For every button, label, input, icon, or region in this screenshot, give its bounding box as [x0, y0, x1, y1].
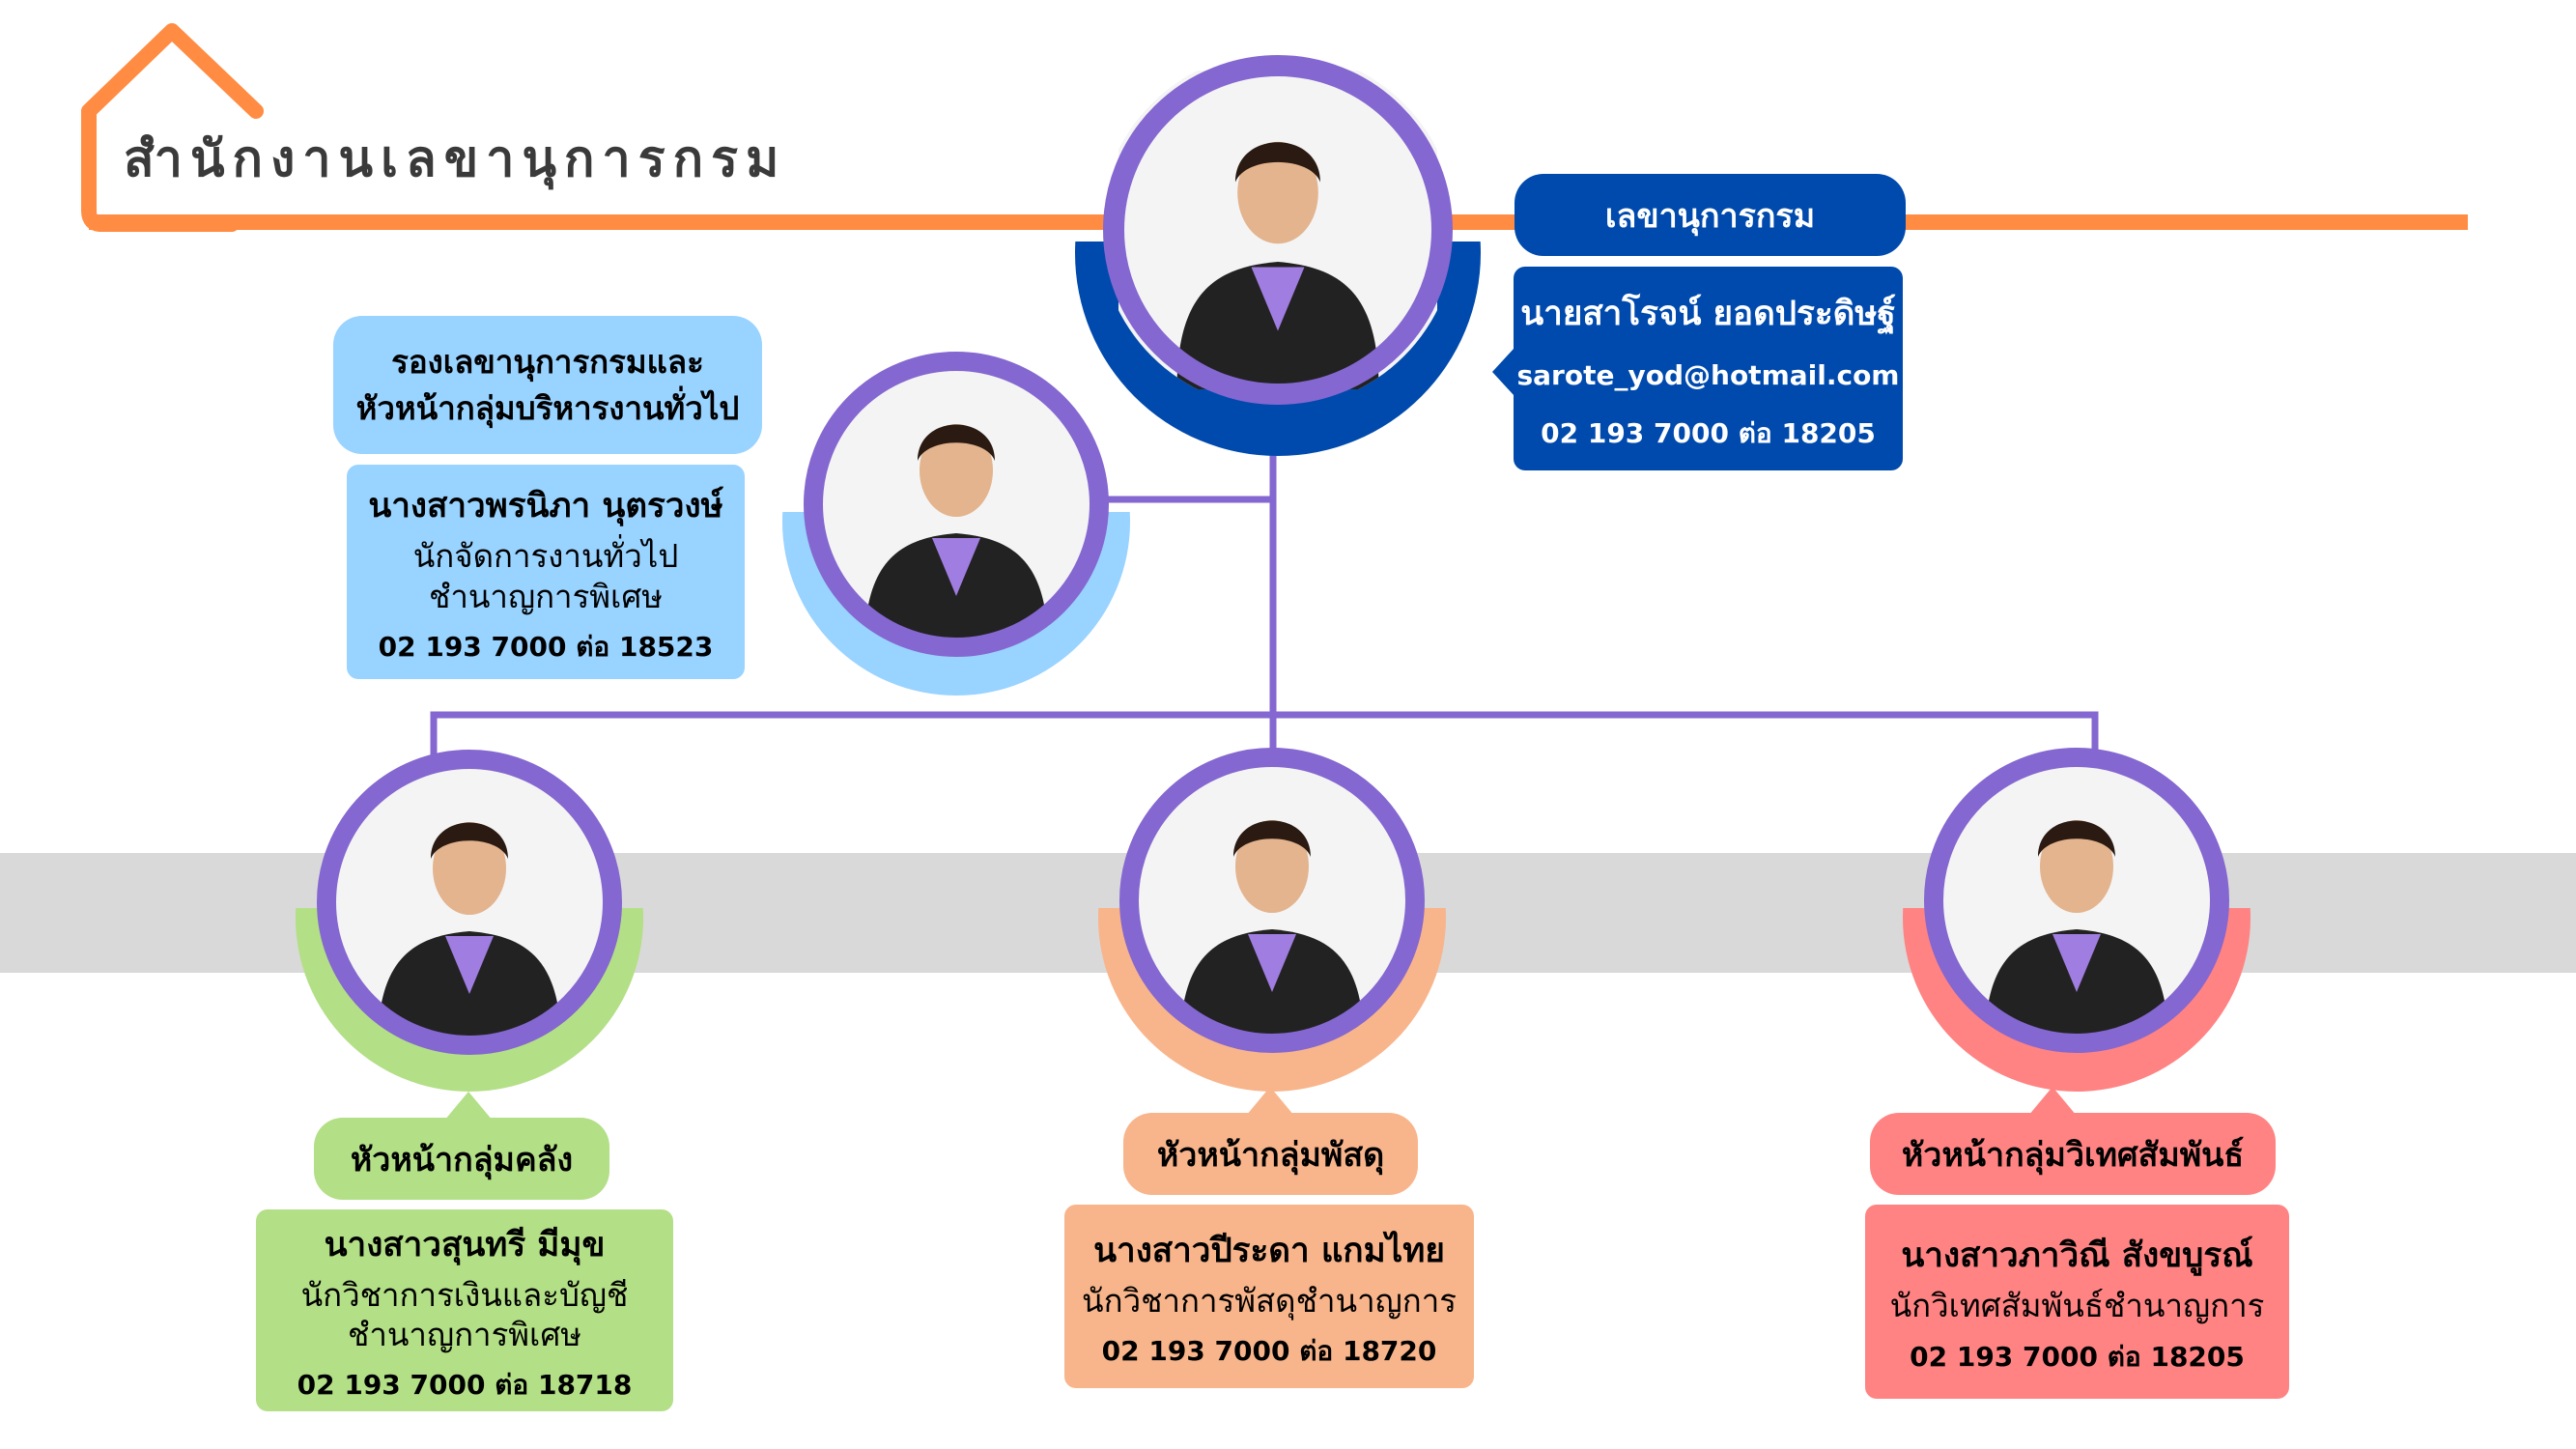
supply-phone: 02 193 7000 ต่อ 18720: [1101, 1335, 1437, 1368]
head-phone: 02 193 7000 ต่อ 18205: [1541, 416, 1876, 449]
head-email: sarote_yod@hotmail.com: [1516, 358, 1900, 391]
deputy-photo: [804, 352, 1109, 657]
finance-phone: 02 193 7000 ต่อ 18718: [297, 1369, 633, 1402]
supply-role-label: หัวหน้ากลุ่มพัสดุ: [1123, 1113, 1418, 1195]
finance-position-line2: ชำนาญการพิเศษ: [347, 1316, 582, 1353]
deputy-position-line1: นักจัดการงานทั่วไป: [412, 537, 679, 576]
supply-photo: [1119, 748, 1425, 1053]
finance-info-card: นางสาวสุนทรี มีมุข นักวิชาการเงินและบัญช…: [256, 1209, 673, 1411]
deputy-phone: 02 193 7000 ต่อ 18523: [378, 630, 714, 663]
head-photo: [1103, 55, 1453, 405]
foreign-phone: 02 193 7000 ต่อ 18205: [1910, 1340, 2245, 1373]
finance-photo: [317, 750, 622, 1055]
deputy-name: นางสาวพรนิภา นุตรวงษ์: [368, 487, 723, 526]
foreign-photo: [1924, 748, 2229, 1053]
supply-info-card: นางสาวปีระดา แกมไทย นักวิชาการพัสดุชำนาญ…: [1064, 1205, 1474, 1388]
head-info-card: นายสาโรจน์ ยอดประดิษฐ์ sarote_yod@hotmai…: [1514, 267, 1903, 470]
foreign-position: นักวิเทศสัมพันธ์ชำนาญการ: [1889, 1287, 2265, 1325]
deputy-role-label: รองเลขานุการกรมและ หัวหน้ากลุ่มบริหารงาน…: [333, 316, 762, 454]
supply-name: นางสาวปีระดา แกมไทย: [1093, 1231, 1445, 1270]
finance-role-label: หัวหน้ากลุ่มคลัง: [314, 1118, 609, 1200]
head-name: นายสาโรจน์ ยอดประดิษฐ์: [1520, 294, 1896, 333]
deputy-info-card: นางสาวพรนิภา นุตรวงษ์ นักจัดการงานทั่วไป…: [347, 465, 745, 679]
finance-name: นางสาวสุนทรี มีมุข: [324, 1225, 606, 1264]
deputy-role-line1: รองเลขานุการกรมและ: [391, 342, 704, 381]
foreign-info-card: นางสาวภาวิณี สังขบูรณ์ นักวิเทศสัมพันธ์ช…: [1865, 1205, 2289, 1399]
foreign-name: นางสาวภาวิณี สังขบูรณ์: [1901, 1236, 2253, 1276]
foreign-role-label: หัวหน้ากลุ่มวิเทศสัมพันธ์: [1870, 1113, 2276, 1195]
deputy-role-line2: หัวหน้ากลุ่มบริหารงานทั่วไป: [355, 388, 740, 427]
deputy-position-line2: ชำนาญการพิเศษ: [428, 577, 664, 615]
head-role-label: เลขานุการกรม: [1514, 174, 1906, 256]
page-title: สำนักงานเลขานุการกรม: [124, 130, 787, 188]
finance-position-line1: นักวิชาการเงินและบัญชี: [300, 1275, 629, 1314]
supply-position: นักวิชาการพัสดุชำนาญการ: [1082, 1281, 1457, 1320]
